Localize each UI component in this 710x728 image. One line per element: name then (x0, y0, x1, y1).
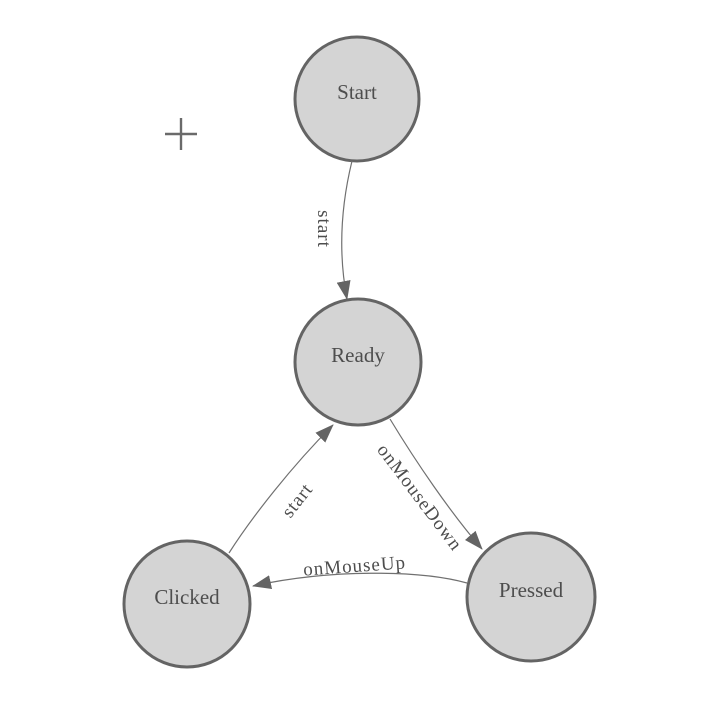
transition-arrow-pressed-to-clicked[interactable] (252, 572, 468, 589)
state-node-ready[interactable]: Ready (293, 297, 423, 427)
state-circle-ready[interactable] (293, 297, 423, 427)
state-circle-start[interactable] (293, 35, 421, 163)
state-node-pressed[interactable]: Pressed (465, 531, 597, 663)
transition-arrow-ready-to-pressed[interactable] (389, 418, 483, 550)
state-label-pressed: Pressed (499, 578, 564, 602)
transition-ready-to-pressed: onMouseDown (372, 418, 483, 555)
transition-label-clicked-to-ready: start (278, 479, 318, 522)
state-circle-clicked[interactable] (122, 539, 252, 669)
transition-arrow-start-to-ready[interactable] (336, 160, 353, 300)
state-label-start: Start (337, 80, 377, 104)
state-circle-pressed[interactable] (465, 531, 597, 663)
state-node-start[interactable]: Start (293, 35, 421, 163)
state-node-clicked[interactable]: Clicked (122, 539, 252, 669)
state-label-clicked: Clicked (154, 585, 220, 609)
state-label-ready: Ready (331, 343, 385, 367)
transition-arrow-clicked-to-ready[interactable] (228, 424, 334, 554)
transition-clicked-to-ready: start (228, 424, 334, 554)
transition-label-pressed-to-clicked: onMouseUp (303, 552, 407, 580)
transition-pressed-to-clicked: onMouseUp (252, 552, 468, 589)
transition-label-ready-to-pressed: onMouseDown (372, 440, 466, 555)
crosshair-cursor (165, 118, 197, 150)
transition-start-to-ready: start (313, 160, 353, 300)
transition-label-start-to-ready: start (313, 210, 334, 248)
